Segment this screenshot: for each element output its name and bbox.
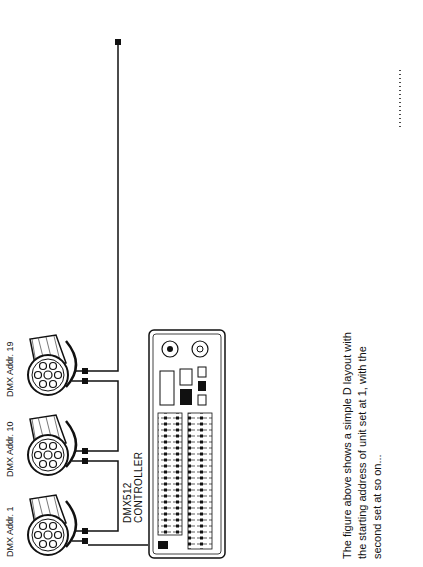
- dmx-cable: [88, 461, 118, 531]
- light-fixture: DMX Addr. 1: [4, 489, 88, 559]
- par-can: [16, 489, 88, 559]
- cable-terminator: [115, 39, 121, 45]
- description-note: The figure above shows a simple D layout…: [340, 319, 385, 559]
- address-label: DMX Addr. 19: [4, 329, 16, 399]
- light-fixture: DMX Addr. 10: [4, 409, 88, 479]
- dmx-cable: [88, 544, 148, 546]
- par-can-graphic: [16, 489, 88, 559]
- address-label: DMX Addr. 1: [4, 489, 16, 559]
- address-label: DMX Addr. 10: [4, 409, 16, 479]
- light-fixture: DMX Addr. 19: [4, 329, 88, 399]
- console-panel: [148, 329, 226, 559]
- par-can-graphic: [16, 329, 88, 399]
- par-can: [16, 329, 88, 399]
- console-panel-graphic: [148, 329, 226, 559]
- par-can-graphic: [16, 409, 88, 479]
- dmx-cable: [88, 45, 118, 371]
- controller-label: DMX512 CONTROLLER: [122, 443, 144, 523]
- par-can: [16, 409, 88, 479]
- dmx-cable: [88, 381, 118, 451]
- continuation-dots: [399, 67, 401, 127]
- dmx-controller: DMX512 CONTROLLER: [122, 329, 226, 559]
